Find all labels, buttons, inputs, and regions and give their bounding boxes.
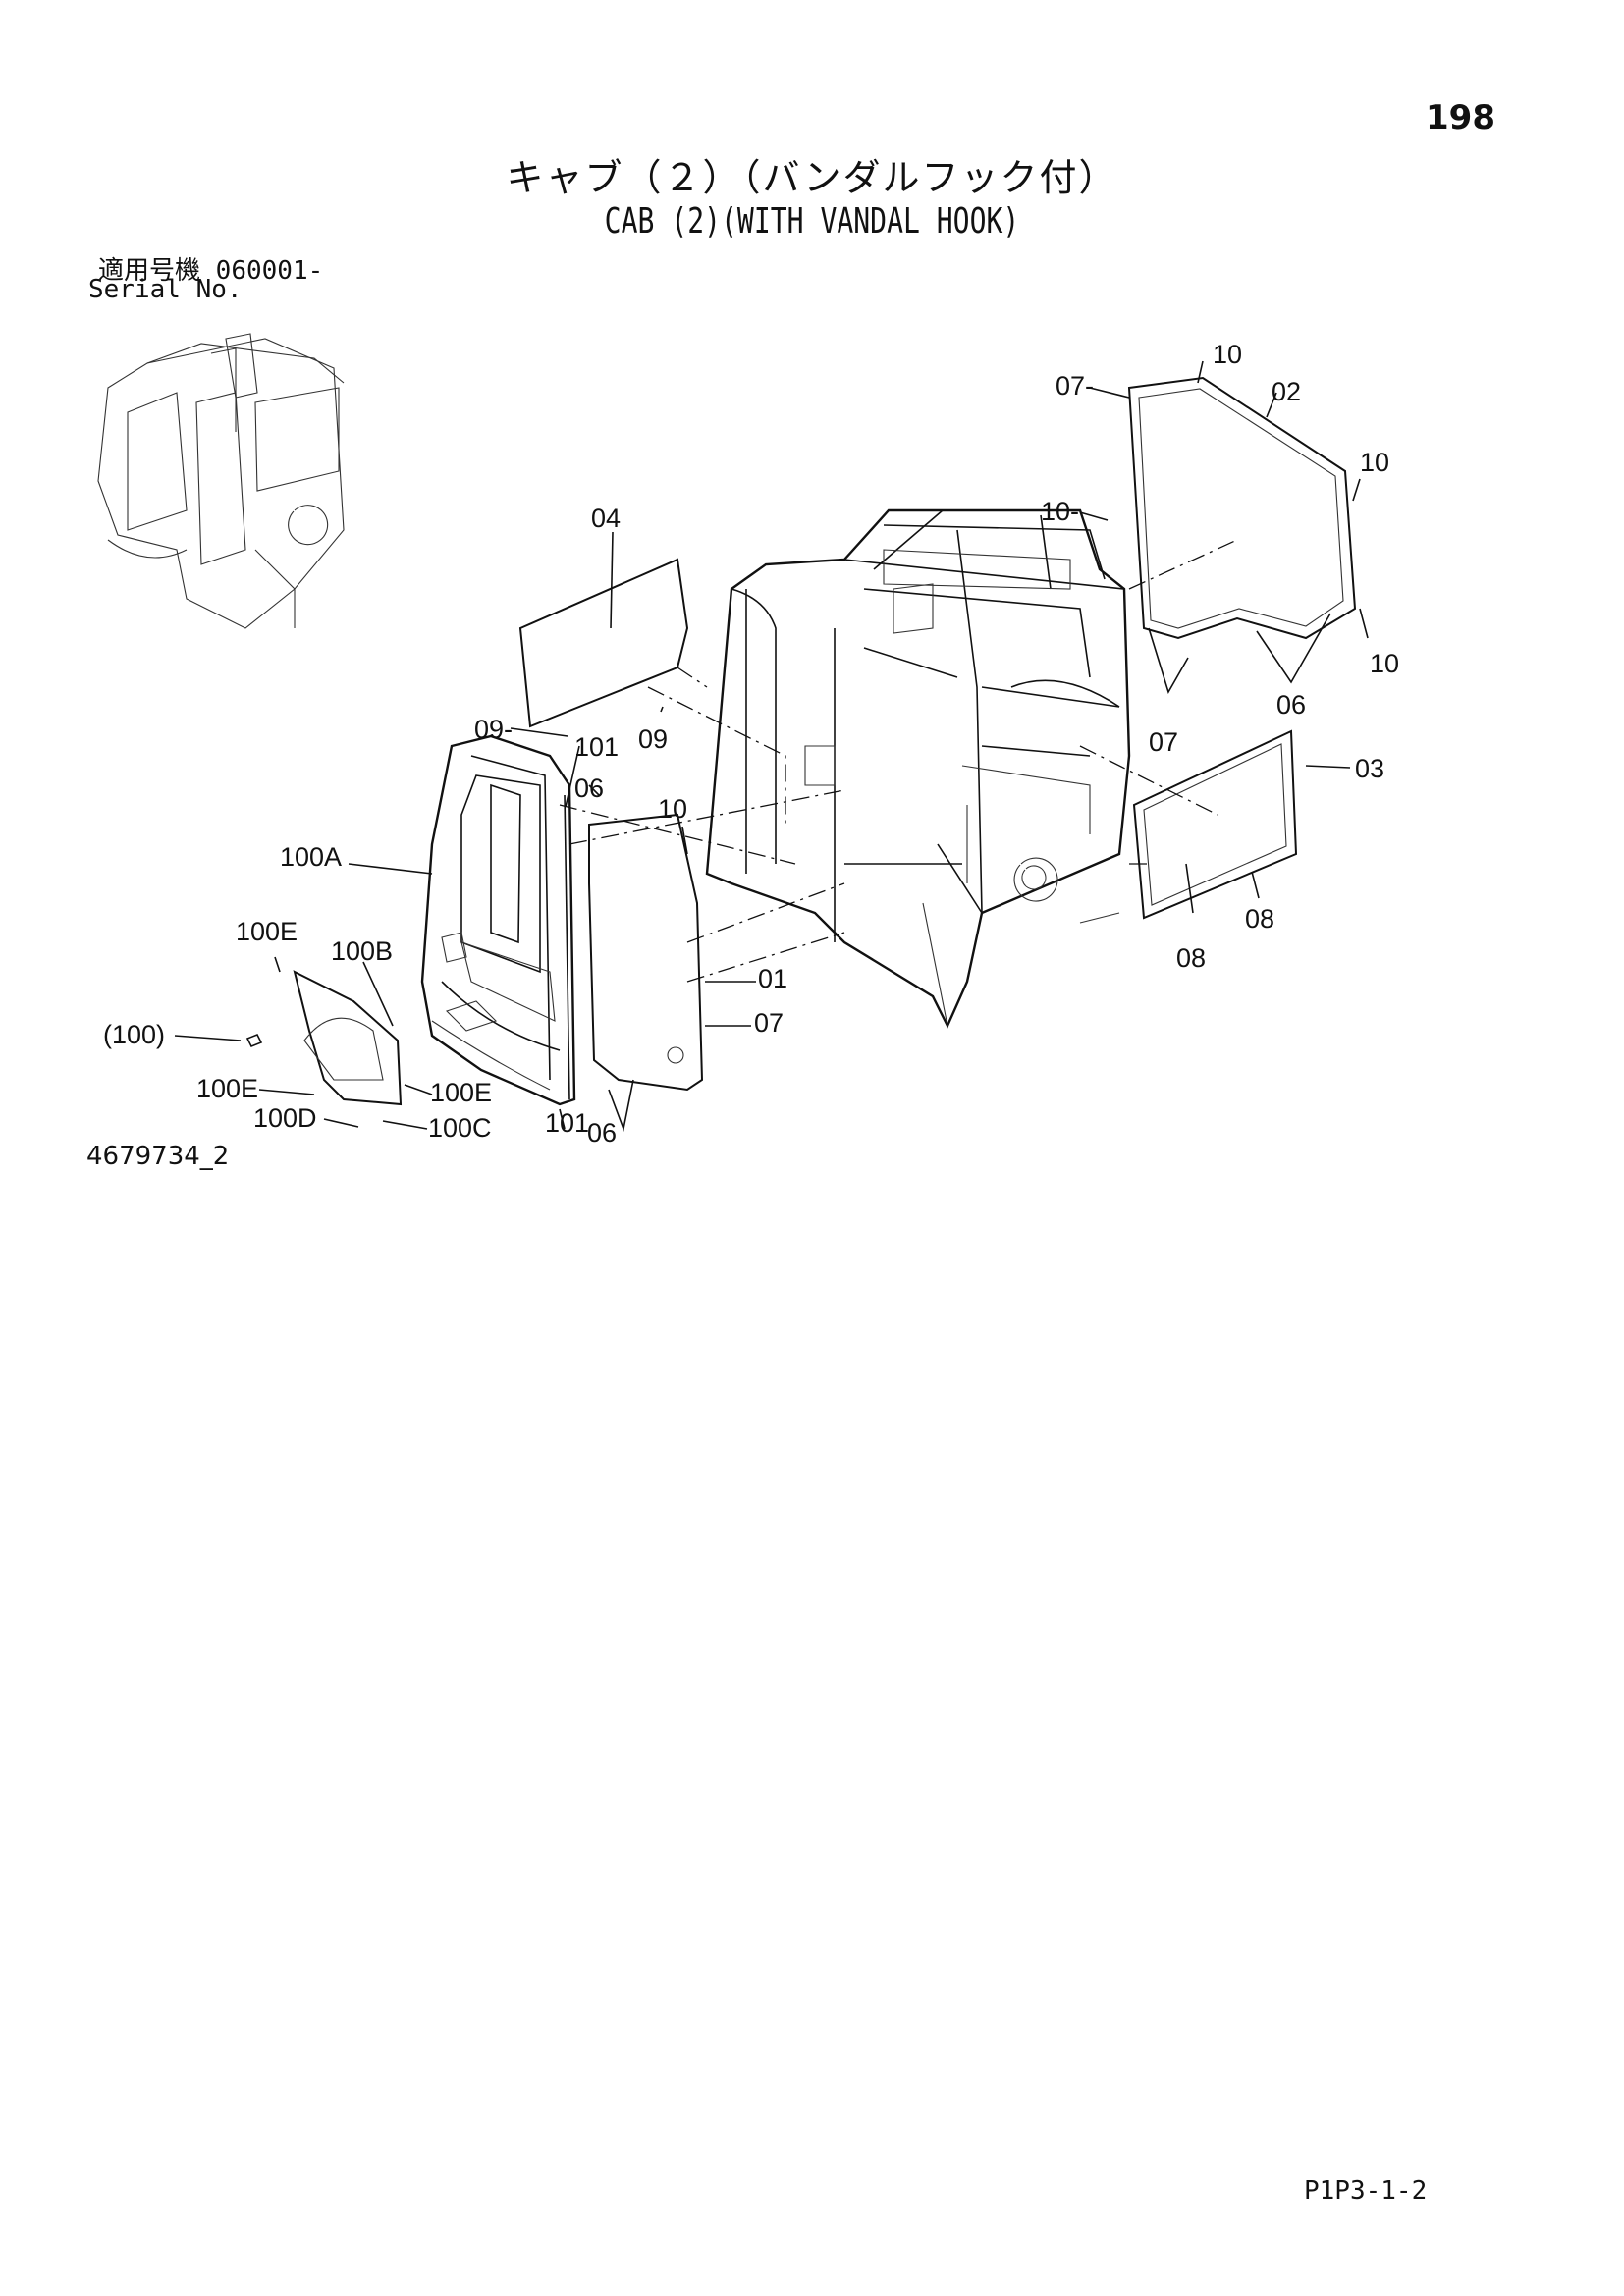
part-100B-panel-contour <box>303 1017 384 1081</box>
callout-10-right-lower: 10 <box>1370 649 1399 678</box>
part-04-upper-glass <box>518 558 689 728</box>
callout-01: 01 <box>758 964 787 993</box>
callout-101-bottom: 101 <box>545 1108 589 1138</box>
part-02-rear-glass <box>1127 376 1357 640</box>
part-02-rear-glass-inner <box>1138 388 1344 629</box>
drawing-number: 4679734_2 <box>86 1142 230 1171</box>
callout-100E-right: 100E <box>430 1078 492 1107</box>
part-01-glass-hole <box>667 1046 684 1064</box>
callout-04: 04 <box>591 504 621 533</box>
page-code: P1P3-1-2 <box>1304 2176 1428 2206</box>
callout-100B: 100B <box>331 936 393 966</box>
callout-03: 03 <box>1355 754 1384 783</box>
callout-09-left: 09- <box>474 715 513 744</box>
callout-10-top: 10 <box>1213 340 1242 369</box>
part-01-lower-glass <box>588 813 704 1092</box>
callout-101-top: 101 <box>574 732 619 762</box>
assembly-lines <box>559 539 1238 983</box>
part-03-side-glass-inner <box>1143 743 1287 906</box>
callout-10-right-upper: 10 <box>1360 448 1389 477</box>
callout-08-left: 08 <box>1176 943 1206 973</box>
callout-100D: 100D <box>253 1103 317 1133</box>
callout-06-bottom: 06 <box>587 1118 617 1148</box>
serial-range-japanese: 適用号機 060001- <box>98 250 323 287</box>
callout-100E-left: 100E <box>196 1074 258 1103</box>
page-number: 198 <box>1426 98 1495 137</box>
cab-thumbnail <box>97 333 345 629</box>
leader-lines <box>174 360 1369 1132</box>
callout-10-left: 10- <box>1041 497 1079 526</box>
part-100-clip <box>245 1033 263 1048</box>
serial-label-english: Serial No. <box>88 275 243 304</box>
cab-frame <box>705 508 1131 1029</box>
callout-100C: 100C <box>428 1113 492 1143</box>
callout-100E-top: 100E <box>236 917 298 946</box>
serial-label-japanese: 適用号機 <box>98 256 201 286</box>
callout-02: 02 <box>1272 377 1301 406</box>
callout-07-mid: 07 <box>1149 727 1178 757</box>
part-03-side-glass <box>1132 729 1298 920</box>
callout-09-right: 09 <box>638 724 668 754</box>
part-100A-door <box>420 734 576 1106</box>
page-title-japanese: キャブ（２）（バンダルフック付） <box>506 156 1118 199</box>
callout-07-top: 07- <box>1056 371 1094 400</box>
part-100B-inner-panel <box>293 970 403 1106</box>
callout-100A: 100A <box>280 842 342 872</box>
callout-08-right: 08 <box>1245 904 1274 934</box>
callout-07-bottom: 07 <box>754 1008 784 1038</box>
page-title-english: CAB (2)(WITH VANDAL HOOK) <box>604 201 1020 241</box>
callout-06-door: 06 <box>574 774 604 803</box>
callout-100-bracket: (100) <box>103 1020 165 1049</box>
serial-range-value: 060001- <box>215 256 324 286</box>
callout-10-door: 10 <box>658 794 687 824</box>
callout-06-right: 06 <box>1276 690 1306 720</box>
